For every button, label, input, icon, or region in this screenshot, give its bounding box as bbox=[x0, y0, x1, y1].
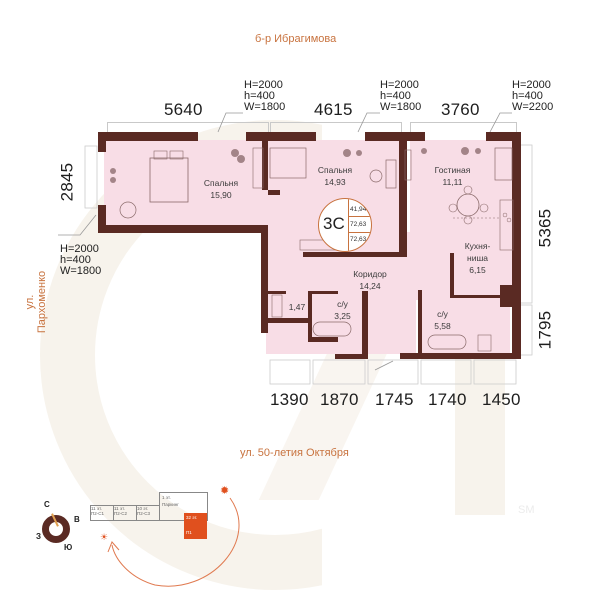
wall-bath1-right bbox=[362, 291, 368, 359]
wall-top-right bbox=[365, 132, 425, 141]
compass-south: Ю bbox=[64, 543, 73, 552]
sun-icon: ✹ bbox=[220, 485, 230, 497]
wall-bath2-left bbox=[418, 290, 422, 358]
badge-hline-2 bbox=[348, 232, 371, 233]
street-top: б-р Ибрагимова bbox=[255, 33, 337, 45]
badge-divider bbox=[348, 199, 349, 251]
compass-west: З bbox=[36, 532, 42, 541]
compass-north: С bbox=[44, 500, 50, 509]
dim-bottom-3: 1745 bbox=[375, 390, 414, 409]
wall-pantry-bottom bbox=[261, 318, 311, 323]
dim-bottom-4: 1740 bbox=[428, 390, 467, 409]
wall-bed2-bottom bbox=[303, 252, 403, 257]
scheme-highlight: 32 эт. П1 bbox=[184, 513, 207, 539]
wall-bedroom-bottom bbox=[98, 225, 268, 233]
room-kitchen: Кухня- ниша 6,15 bbox=[464, 241, 491, 275]
floor-bath-2 bbox=[420, 295, 510, 353]
street-bottom: ул. 50-летия Октября bbox=[240, 447, 349, 459]
room-bathroom-2: с/у 5,58 bbox=[434, 309, 451, 331]
wall-bath1-left bbox=[308, 291, 312, 341]
room-corridor: Коридор 14,24 bbox=[353, 269, 387, 291]
room-bedroom-1: Спальня 15,90 bbox=[203, 178, 239, 200]
floor-bedroom-1 bbox=[104, 140, 266, 232]
wall-left-lower bbox=[98, 205, 106, 233]
room-pantry: 1,47 bbox=[288, 302, 306, 312]
wall-bottom-right bbox=[400, 353, 521, 359]
dim-top-1: 5640 bbox=[164, 100, 203, 119]
window-spec-1: H=2000 h=400 W=1800 bbox=[244, 79, 286, 113]
room-bathroom-1: с/у 3,25 bbox=[334, 299, 351, 321]
badge-area-2: 72,63 bbox=[350, 221, 367, 228]
window-spec-3: H=2000 h=400 W=2200 bbox=[512, 79, 554, 113]
dim-top-2: 4615 bbox=[314, 100, 353, 119]
wall-bed2-divider bbox=[268, 190, 280, 195]
badge-hline-1 bbox=[348, 216, 371, 217]
dim-guide-top-3 bbox=[410, 122, 517, 133]
compass-ring bbox=[42, 515, 70, 543]
dim-guide-top-2 bbox=[270, 122, 402, 133]
wall-bath1-bottom bbox=[308, 337, 338, 342]
apartment-type: 3С bbox=[323, 214, 345, 233]
wall-top-mid bbox=[246, 132, 316, 141]
wall-bed2-left bbox=[262, 135, 268, 190]
wall-right-outer bbox=[512, 132, 521, 357]
compass-east: В bbox=[74, 515, 80, 524]
dim-top-3: 3760 bbox=[441, 100, 480, 119]
wall-pantry-top bbox=[268, 291, 286, 294]
sunrise-icon: ☀ bbox=[100, 532, 109, 542]
badge-area-3: 72,63 bbox=[350, 236, 367, 243]
wall-corridor-left bbox=[261, 225, 268, 333]
wall-top-left bbox=[98, 132, 198, 141]
window-spec-4: H=2000 h=400 W=1800 bbox=[60, 243, 102, 277]
watermark: SM bbox=[518, 504, 535, 516]
window-spec-2: H=2000 h=400 W=1800 bbox=[380, 79, 422, 113]
wall-bath1-top bbox=[308, 291, 338, 294]
dim-bottom-5: 1450 bbox=[482, 390, 521, 409]
badge-area-1: 41,94 bbox=[350, 206, 367, 213]
room-living: Гостиная 11,11 bbox=[434, 165, 471, 187]
floor-living bbox=[410, 140, 514, 300]
wall-kitchen-block bbox=[500, 285, 514, 307]
wall-bath1-bottom2 bbox=[335, 354, 368, 359]
wall-kitchen-bottom bbox=[450, 295, 505, 298]
wall-left-upper bbox=[98, 132, 106, 152]
apartment-badge: 3С 41,94 72,63 72,63 bbox=[318, 198, 372, 252]
wall-bed2-right bbox=[399, 135, 407, 257]
dim-bottom-2: 1870 bbox=[320, 390, 359, 409]
dim-bottom-1: 1390 bbox=[270, 390, 309, 409]
wall-kitchen-left bbox=[450, 253, 454, 298]
scheme-parking: 1 эт. Паркинг bbox=[159, 492, 208, 521]
dim-guide-top-1 bbox=[107, 122, 269, 133]
sun-path-arc bbox=[107, 497, 240, 587]
wall-top-far-right bbox=[486, 132, 516, 141]
room-bedroom-2: Спальня 14,93 bbox=[317, 165, 353, 187]
